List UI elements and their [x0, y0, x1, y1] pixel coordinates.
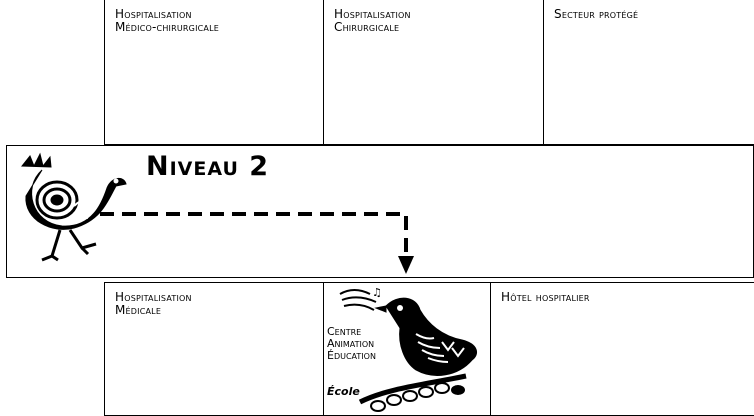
room-label-line1: Hôtel hospitalier — [501, 290, 590, 304]
svg-text:♫: ♫ — [372, 286, 382, 299]
room-hotel-hospitalier: Hôtel hospitalier — [490, 282, 754, 416]
ecole-label: École — [327, 385, 360, 398]
room-label-line1: Hospitalisation — [115, 7, 192, 21]
centre-label-line1: Centre — [327, 325, 362, 338]
room-hospitalisation-medico-chirurgicale: Hospitalisation Médico-chirurgicale — [104, 0, 324, 145]
centre-label: Centre Animation Éducation — [327, 326, 376, 362]
room-label-line2: Médicale — [115, 303, 162, 317]
level-band — [6, 145, 754, 278]
room-label-line2: Chirurgicale — [334, 20, 400, 34]
room-label-line1: Hospitalisation — [115, 290, 192, 304]
room-hospitalisation-chirurgicale: Hospitalisation Chirurgicale — [323, 0, 544, 145]
room-label-line1: Hospitalisation — [334, 7, 411, 21]
bird-illustration-icon — [20, 152, 127, 262]
room-label: Secteur protégé — [554, 8, 638, 21]
room-label-line1: Secteur protégé — [554, 7, 639, 21]
room-secteur-protege: Secteur protégé — [543, 0, 754, 145]
room-label-line2: Médico-chirurgicale — [115, 20, 220, 34]
centre-label-line2: Animation — [327, 337, 375, 350]
room-label: Hospitalisation Chirurgicale — [334, 8, 411, 34]
room-label: Hospitalisation Médicale — [115, 291, 192, 317]
room-label: Hospitalisation Médico-chirurgicale — [115, 8, 219, 34]
room-hospitalisation-medicale: Hospitalisation Médicale — [104, 282, 324, 416]
centre-label-line3: Éducation — [327, 349, 376, 362]
room-label: Hôtel hospitalier — [501, 291, 590, 304]
singing-bird-icon: ♫ — [339, 286, 478, 412]
level-title: Niveau 2 — [146, 151, 270, 182]
